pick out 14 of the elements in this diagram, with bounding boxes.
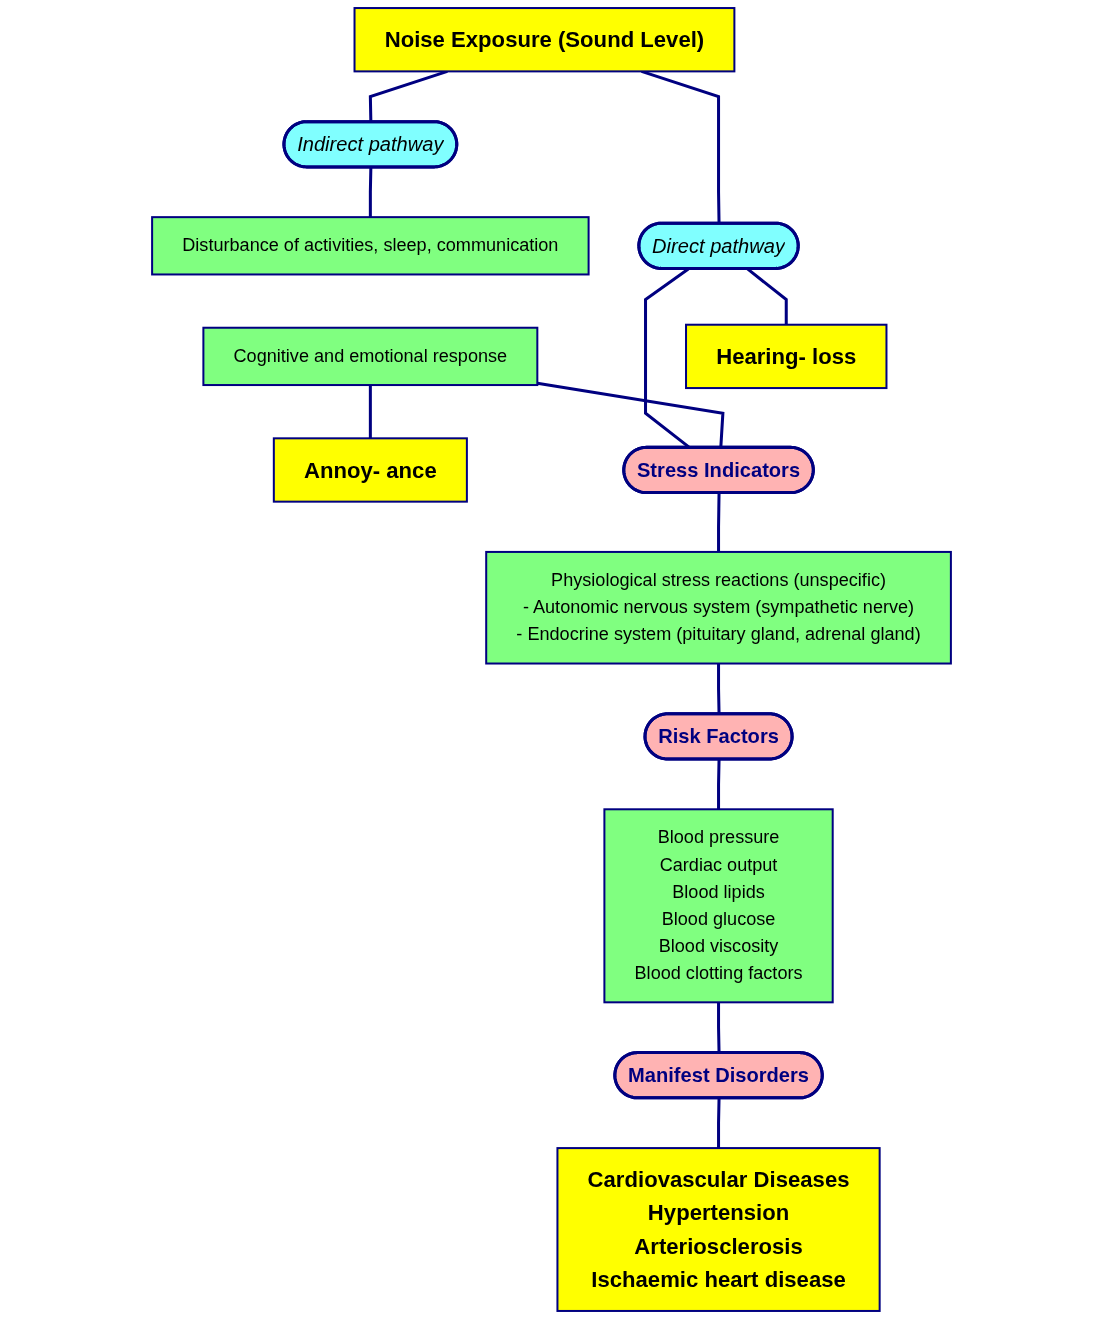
node-box: Physiological stress reactions (unspecific) - Autonomic nervous system (sympathetic nerve) - Endocrine system (pituitary gland, adrenal gland) [485, 550, 952, 665]
node-box: Cardiovascular Diseases Hypertension Arteriosclerosis Ischaemic heart disease [556, 1147, 881, 1312]
node-box: Annoy- ance [272, 437, 468, 503]
node-box: Hearing- loss [685, 323, 888, 390]
connector [717, 1098, 721, 1149]
node-box: Blood pressure Cardiac output Blood lipids Blood glucose Blood viscosity Blood clotting factors [603, 808, 834, 1004]
connector [368, 385, 372, 439]
connector [537, 381, 725, 448]
node-box: Disturbance of activities, sleep, communication [151, 216, 590, 276]
connector [717, 759, 721, 810]
connector [717, 493, 721, 552]
node-box: Cognitive and emotional response [202, 326, 539, 387]
node-box: Noise Exposure (Sound Level) [353, 7, 736, 73]
connector [368, 167, 373, 218]
